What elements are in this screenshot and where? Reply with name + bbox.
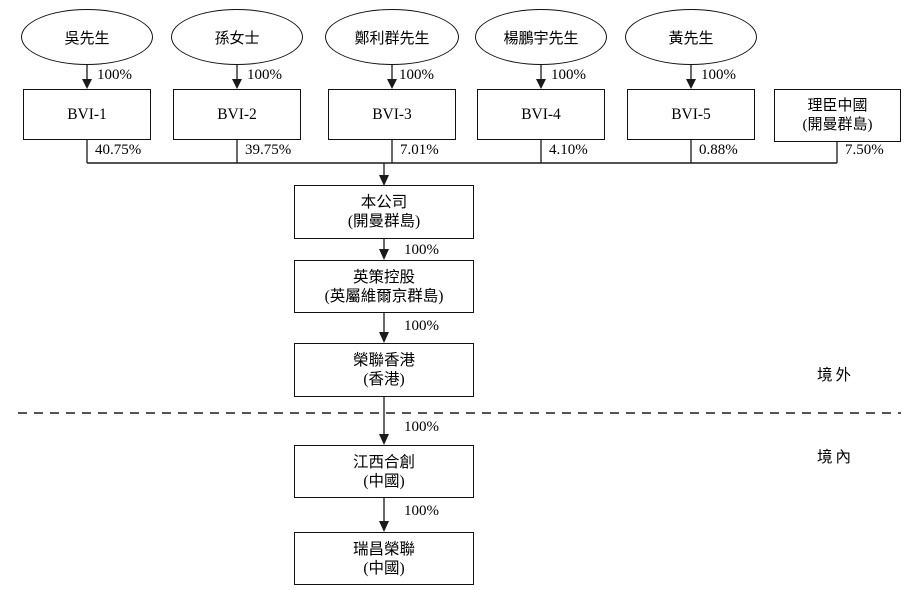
arrow-to-company (379, 163, 389, 186)
box-label: BVI-2 (217, 105, 257, 123)
stake-label: 40.75% (95, 142, 142, 158)
owner-arrow-5 (686, 65, 696, 89)
arrow-yingce-to-ronglian-hk (379, 313, 389, 343)
ownership-label: 100% (97, 67, 132, 83)
owner-arrow-1 (82, 65, 92, 89)
box-sublabel: (開曼群島) (347, 213, 421, 230)
box-parent-company: 本公司 (開曼群島) (294, 185, 474, 239)
connector-group (18, 65, 901, 532)
box-label: 榮聯香港 (352, 352, 415, 369)
stake-label: 4.10% (549, 142, 588, 158)
stake-label: 0.88% (699, 142, 738, 158)
stake-label: 7.01% (400, 142, 439, 158)
chain-ownership-label: 100% (404, 419, 439, 435)
box-jiangxi-hechuang: 江西合創 (中國) (294, 445, 474, 498)
box-ruichang-ronglian: 瑞昌榮聯 (中國) (294, 532, 474, 585)
owner-ellipse-yang: 楊鵬宇先生 (475, 9, 607, 65)
box-label: 本公司 (360, 194, 408, 211)
box-ronglian-hongkong: 榮聯香港 (香港) (294, 343, 474, 397)
owner-name: 鄭利群先生 (354, 30, 430, 47)
ownership-label: 100% (701, 67, 736, 83)
chain-ownership-label: 100% (404, 318, 439, 334)
box-sublabel: (中國) (363, 559, 405, 577)
box-yingce-holdings: 英策控股 (英屬維爾京群島) (294, 260, 474, 313)
box-label: BVI-5 (671, 105, 711, 123)
chain-ownership-label: 100% (404, 242, 439, 258)
box-label: 英策控股 (352, 268, 415, 286)
owner-ellipse-wu: 吳先生 (21, 9, 153, 65)
box-label: BVI-4 (521, 105, 561, 123)
owner-arrow-3 (387, 65, 397, 89)
box-bvi-1: BVI-1 (23, 89, 151, 140)
stake-label: 39.75% (245, 142, 292, 158)
arrow-company-to-yingce (379, 239, 389, 260)
box-bvi-4: BVI-4 (477, 89, 605, 140)
owner-ellipse-huang: 黃先生 (625, 9, 757, 65)
owner-ellipse-zheng: 鄭利群先生 (325, 9, 459, 65)
owner-name: 楊鵬宇先生 (503, 30, 579, 47)
box-bvi-5: BVI-5 (627, 89, 755, 140)
box-sublabel: (香港) (363, 371, 405, 388)
region-label-onshore: 境內 (817, 449, 855, 466)
box-sublabel: (中國) (363, 472, 405, 490)
box-bvi-2: BVI-2 (173, 89, 301, 140)
box-sublabel: (開曼群島) (802, 116, 873, 133)
box-label: 江西合創 (352, 453, 415, 471)
stake-label: 7.50% (845, 142, 884, 158)
box-label: 瑞昌榮聯 (352, 540, 415, 558)
box-bvi-3: BVI-3 (328, 89, 456, 140)
chain-ownership-label: 100% (404, 503, 439, 519)
region-label-offshore: 境外 (817, 367, 855, 384)
box-label: BVI-1 (67, 105, 107, 123)
ownership-label: 100% (247, 67, 282, 83)
box-lichen-china: 理臣中國 (開曼群島) (774, 89, 901, 142)
owner-arrow-2 (232, 65, 242, 89)
owner-name: 黃先生 (668, 30, 714, 47)
box-sublabel: (英屬維爾京群島) (324, 287, 444, 305)
box-label: BVI-3 (372, 105, 412, 123)
owner-name: 孫女士 (214, 30, 260, 47)
owner-arrow-4 (536, 65, 546, 89)
box-label: 理臣中國 (807, 97, 868, 114)
ownership-label: 100% (551, 67, 586, 83)
owner-name: 吳先生 (64, 30, 110, 47)
ownership-label: 100% (399, 67, 434, 83)
arrow-jiangxi-to-ruichang (379, 498, 389, 532)
arrow-hk-to-jiangxi (379, 397, 389, 445)
owner-ellipse-sun: 孫女士 (171, 9, 303, 65)
